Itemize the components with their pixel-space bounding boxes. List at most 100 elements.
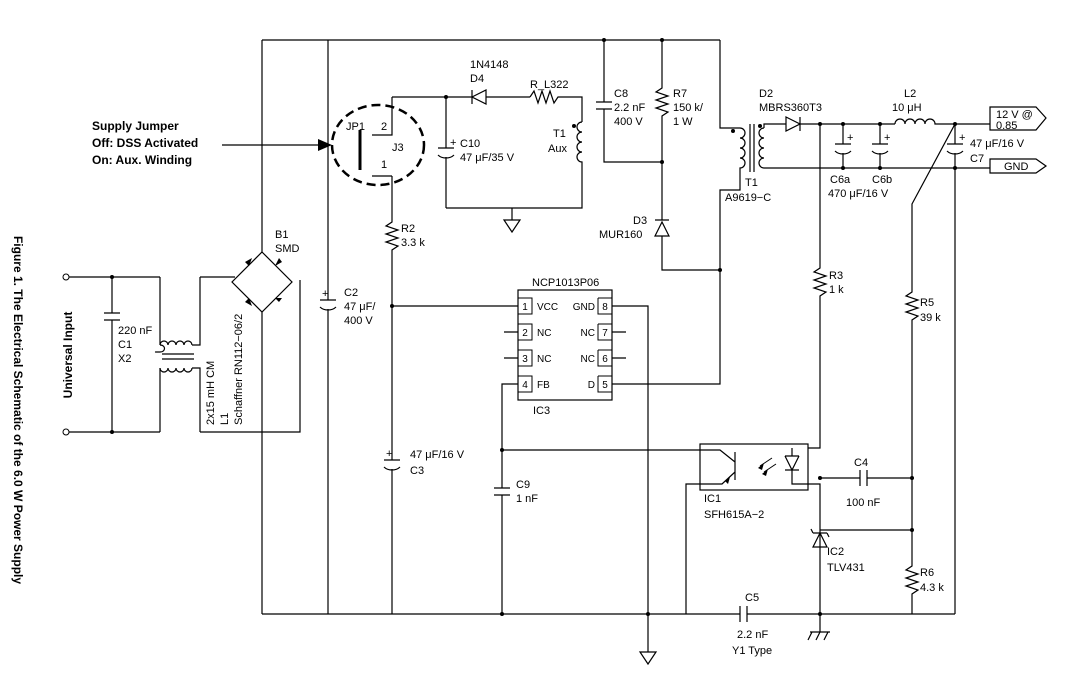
ic3-part: NCP1013P06 — [532, 277, 599, 289]
c2-value2: 400 V — [344, 315, 373, 327]
optocoupler-ic1 — [500, 443, 821, 614]
c7-value: 47 μF/16 V — [970, 138, 1025, 150]
resistor-rl322 — [529, 89, 583, 122]
universal-input-label: Universal Input — [61, 312, 75, 399]
out-voltage-line2: 0.85 — [996, 120, 1017, 132]
c4-value: 100 nF — [846, 497, 881, 509]
c5-ref: C5 — [745, 592, 759, 604]
r2-value: 3.3 k — [401, 237, 425, 249]
l2-ref: L2 — [904, 88, 916, 100]
c3-value: 47 μF/16 V — [410, 449, 465, 461]
r6-ref: R6 — [920, 567, 934, 579]
r7-value1: 150 k/ — [673, 102, 704, 114]
c2-value1: 47 μF/ — [344, 301, 376, 313]
jumper-jp1 — [358, 96, 446, 215]
snubber-network — [596, 38, 740, 272]
j3-ref: J3 — [392, 142, 404, 154]
c7-ref: C7 — [970, 153, 984, 165]
ic3-pin-1-number: 1 — [522, 302, 528, 313]
output-rectifier-d2: + + + — [784, 116, 990, 170]
r6-value: 4.3 k — [920, 582, 944, 594]
rl322-ref: R_L322 — [530, 79, 569, 91]
supply-jumper-off: Off: DSS Activated — [92, 136, 198, 150]
jp1-pin2: 2 — [381, 121, 387, 133]
t1-part: A9619−C — [725, 192, 771, 204]
c5-value: 2.2 nF — [737, 629, 768, 641]
shunt-reference-ic2 — [810, 528, 912, 548]
ic1-ref: IC1 — [704, 493, 721, 505]
svg-text:+: + — [386, 448, 392, 460]
l1-part: Schaffner RN112−06/2 — [233, 314, 245, 425]
r7-value2: 1 W — [673, 116, 693, 128]
c8-value1: 2.2 nF — [614, 102, 645, 114]
ic1-part: SFH615A−2 — [704, 509, 764, 521]
ic3-pin-4-number: 4 — [522, 380, 528, 391]
d4-ref: D4 — [470, 73, 484, 85]
input-terminals — [62, 273, 160, 436]
figure-caption: Figure 1. The Electrical Schematic of th… — [11, 236, 25, 584]
common-mode-choke-l1 — [154, 277, 201, 432]
diode-d4 — [444, 89, 530, 105]
output-connector-12v — [989, 106, 1047, 131]
c9-value: 1 nF — [516, 493, 538, 505]
t1-ref: T1 — [745, 177, 758, 189]
svg-text:+: + — [847, 132, 853, 144]
capacitor-c1 — [104, 275, 120, 434]
ic3-pin-8-name: GND — [573, 302, 595, 313]
ic3-pin-8-number: 8 — [602, 302, 608, 313]
l1-value: 2x15 mH CM — [205, 361, 217, 425]
ic3-pin-7-name: NC — [581, 328, 595, 339]
jumper-highlight-ellipse — [330, 103, 426, 187]
svg-text:+: + — [884, 132, 890, 144]
capacitor-c4 — [818, 470, 912, 486]
c6a-ref: C6a — [830, 174, 851, 186]
jp1-pin1: 1 — [381, 159, 387, 171]
d3-ref: D3 — [633, 215, 647, 227]
supply-jumper-title: Supply Jumper — [92, 119, 179, 133]
r3-value: 1 k — [829, 284, 844, 296]
ic2-part: TLV431 — [827, 562, 865, 574]
capacitor-c9 — [494, 450, 510, 616]
c5-type: Y1 Type — [732, 645, 772, 657]
ic3-pin-3-name: NC — [537, 354, 551, 365]
svg-text:+: + — [450, 137, 456, 149]
c1-value: 220 nF — [118, 325, 153, 337]
ic3-pin-5-name: D — [588, 380, 595, 391]
supply-jumper-on: On: Aux. Winding — [92, 153, 192, 167]
aux-winding-t1 — [446, 121, 583, 209]
capacitor-c2: + — [262, 39, 720, 614]
c10-value: 47 μF/35 V — [460, 152, 515, 164]
resistor-r3 — [808, 124, 828, 449]
d4-part: 1N4148 — [470, 59, 509, 71]
bridge-rectifier-b1 — [200, 40, 301, 614]
ic2-ref: IC2 — [827, 546, 844, 558]
ic3-pin-4-name: FB — [537, 380, 550, 391]
c8-ref: C8 — [614, 88, 628, 100]
jp1-ref: JP1 — [346, 121, 365, 133]
controller-ic3 — [501, 289, 658, 666]
c6b-ref: C6b — [872, 174, 892, 186]
r7-ref: R7 — [673, 88, 687, 100]
l1-ref: L1 — [219, 413, 231, 425]
output-connector-gnd — [989, 158, 1048, 174]
c1-type: X2 — [118, 353, 131, 365]
ic3-pin-3-number: 3 — [522, 354, 528, 365]
ic3-pin-5-number: 5 — [602, 380, 608, 391]
ic3-pin-6-number: 6 — [602, 354, 608, 365]
aux-t1-ref: T1 — [553, 128, 566, 140]
c4-ref: C4 — [854, 457, 868, 469]
c1-ref: C1 — [118, 339, 132, 351]
capacitor-c10: + — [437, 97, 522, 234]
d2-part: MBRS360T3 — [759, 102, 822, 114]
ic3-pin-1-name: VCC — [537, 302, 558, 313]
l2-value: 10 μH — [892, 102, 922, 114]
svg-text:+: + — [322, 288, 328, 300]
c9-ref: C9 — [516, 479, 530, 491]
aux-t1-name: Aux — [548, 143, 567, 155]
resistor-r2: + — [383, 215, 518, 614]
r5-ref: R5 — [920, 297, 934, 309]
ic3-pin-6-name: NC — [581, 354, 595, 365]
ic3-pin-2-number: 2 — [522, 328, 528, 339]
c2-ref: C2 — [344, 287, 358, 299]
ic3-pin-7-number: 7 — [602, 328, 608, 339]
